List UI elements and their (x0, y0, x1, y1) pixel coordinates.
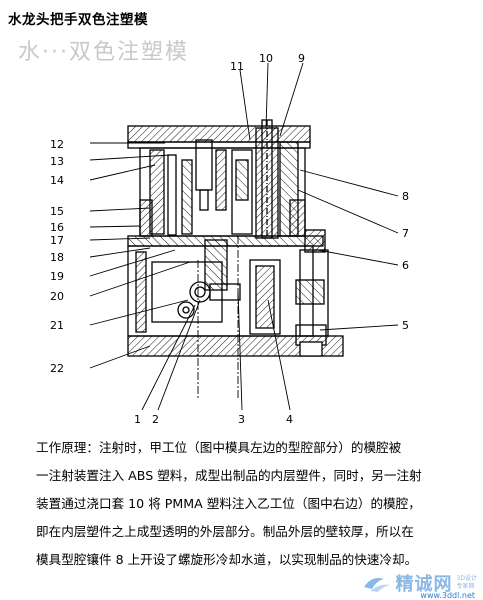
callout-6: 6 (402, 259, 409, 272)
watermark-sub2: 专家网 (456, 583, 475, 590)
paragraph-line: 工作原理：注射时，甲工位（图中模具左边的型腔部分）的模腔被 (36, 440, 402, 455)
callout-10: 10 (259, 52, 273, 65)
ghost-heading: 水···双色注塑模 (18, 40, 189, 65)
callout-20: 20 (50, 290, 64, 303)
callout-9: 9 (298, 52, 305, 65)
callout-11: 11 (230, 60, 244, 73)
callout-4: 4 (286, 413, 293, 426)
callout-13: 13 (50, 155, 64, 168)
watermark: 精诚网 3D设计 专家网 (362, 570, 477, 596)
callout-17: 17 (50, 234, 64, 247)
callout-12: 12 (50, 138, 64, 151)
callout-3: 3 (238, 413, 245, 426)
watermark-logo-icon (363, 578, 390, 592)
callout-15: 15 (50, 205, 64, 218)
watermark-brand: 精诚网 (395, 574, 453, 595)
callout-5: 5 (402, 319, 409, 332)
callout-14: 14 (50, 174, 64, 187)
callout-2: 2 (152, 413, 159, 426)
callout-19: 19 (50, 270, 64, 283)
watermark-url: www.3ddl.net (420, 591, 475, 600)
callout-16: 16 (50, 221, 64, 234)
callout-8: 8 (402, 190, 409, 203)
mold-drawing: 12 13 14 15 16 17 18 19 20 21 22 11 10 9… (50, 52, 409, 426)
document-title: 水龙头把手双色注塑模 (8, 12, 148, 28)
paragraph-line: 模具型腔镶件 8 上开设了螺旋形冷却水道，以实现制品的快速冷却。 (36, 552, 418, 567)
callout-22: 22 (50, 362, 64, 375)
callout-7: 7 (402, 227, 409, 240)
callout-18: 18 (50, 251, 64, 264)
watermark-sub1: 3D设计 (456, 575, 477, 582)
callout-1: 1 (134, 413, 141, 426)
paragraph-line: 即在内层塑件之上成型透明的外层部分。制品外层的壁较厚，所以在 (36, 524, 414, 539)
working-principle-text: 工作原理：注射时，甲工位（图中模具左边的型腔部分）的模腔被 一注射装置注入 AB… (36, 434, 472, 574)
callout-21: 21 (50, 319, 64, 332)
paragraph-line: 一注射装置注入 ABS 塑料，成型出制品的内层塑件，同时，另一注射 (36, 468, 422, 483)
paragraph-line: 装置通过浇口套 10 将 PMMA 塑料注入乙工位（图中右边）的模腔， (36, 496, 421, 511)
